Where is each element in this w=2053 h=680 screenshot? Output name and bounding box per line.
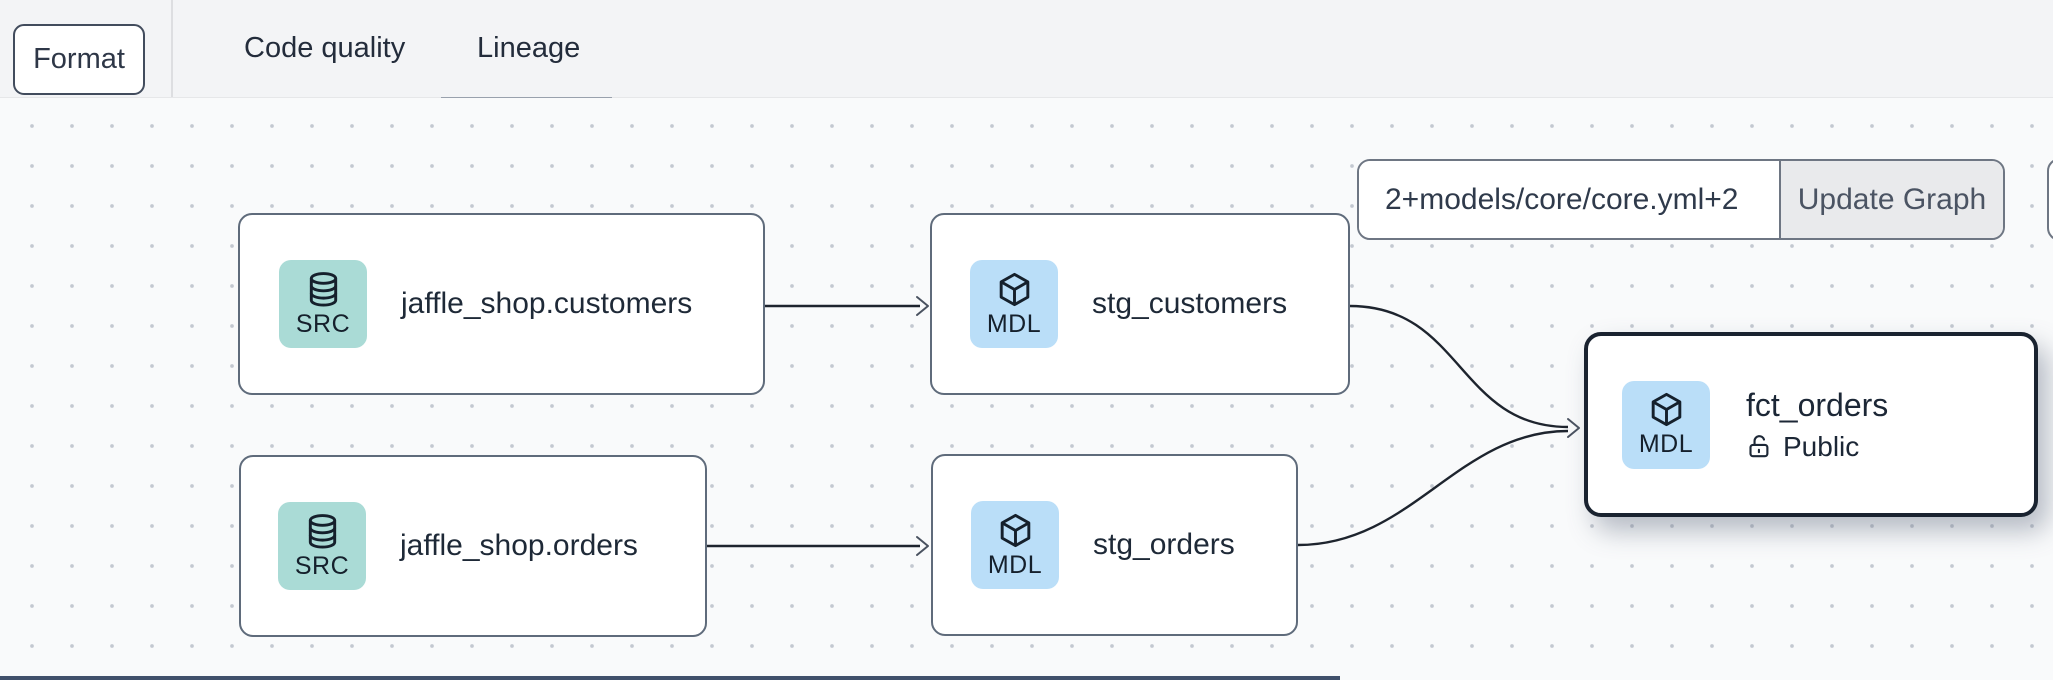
- node-label: stg_orders: [1093, 528, 1235, 561]
- access-row: Public: [1746, 431, 1888, 463]
- database-icon: [308, 513, 336, 549]
- format-button[interactable]: Format: [13, 24, 145, 95]
- cutoff-control[interactable]: [2047, 158, 2053, 241]
- cube-icon: [1651, 392, 1681, 427]
- scrollbar-horizontal[interactable]: [0, 676, 1340, 680]
- database-icon: [309, 271, 337, 307]
- lineage-node-jaffle-shop-customers[interactable]: SRC jaffle_shop.customers: [238, 213, 765, 395]
- tab-code-quality[interactable]: Code quality: [244, 32, 406, 64]
- graph-selector-control: Update Graph: [1357, 159, 2005, 240]
- selector-input[interactable]: [1359, 161, 1779, 238]
- model-badge: MDL: [1622, 380, 1710, 469]
- node-label: jaffle_shop.customers: [401, 287, 693, 320]
- node-label: stg_customers: [1092, 287, 1288, 320]
- badge-label: SRC: [294, 551, 350, 580]
- node-text: fct_orders Public: [1746, 387, 1888, 463]
- cube-icon: [1000, 513, 1030, 547]
- source-badge: SRC: [278, 502, 366, 590]
- badge-label: MDL: [987, 550, 1043, 579]
- toolbar: Format Code quality Lineage: [0, 0, 2053, 102]
- lineage-node-jaffle-shop-orders[interactable]: SRC jaffle_shop.orders: [239, 455, 707, 637]
- source-badge: SRC: [279, 260, 367, 348]
- model-badge: MDL: [970, 260, 1058, 348]
- update-graph-button[interactable]: Update Graph: [1779, 161, 2003, 238]
- node-label: fct_orders: [1746, 386, 1889, 423]
- badge-label: MDL: [986, 309, 1042, 338]
- access-label: Public: [1783, 430, 1860, 462]
- tab-lineage[interactable]: Lineage: [477, 32, 581, 64]
- node-label: jaffle_shop.orders: [400, 529, 638, 562]
- badge-label: MDL: [1638, 430, 1694, 458]
- cube-icon: [999, 272, 1029, 306]
- lineage-node-stg-customers[interactable]: MDL stg_customers: [930, 213, 1350, 395]
- badge-label: SRC: [295, 309, 351, 338]
- toolbar-divider: [171, 0, 173, 97]
- lock-open-icon: [1749, 435, 1769, 458]
- model-badge: MDL: [971, 501, 1059, 589]
- lineage-node-fct-orders[interactable]: MDL fct_orders Public: [1584, 332, 2038, 517]
- lineage-node-stg-orders[interactable]: MDL stg_orders: [931, 454, 1298, 636]
